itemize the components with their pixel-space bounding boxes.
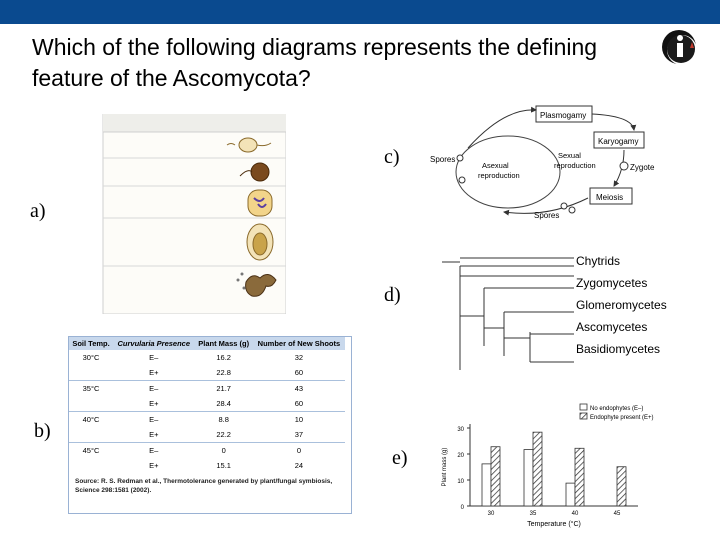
legend-swatch xyxy=(580,404,587,410)
soil-table: Soil Temp. Curvularia Presence Plant Mas… xyxy=(69,337,345,473)
col-soil-temp: Soil Temp. xyxy=(69,337,113,350)
col-plant-mass: Plant Mass (g) xyxy=(195,337,253,350)
legend-swatch xyxy=(580,413,587,419)
diagram-a-illustration xyxy=(100,114,286,314)
bar-e-minus xyxy=(482,464,491,506)
c-karyogamy: Karyogamy xyxy=(598,137,638,146)
c-reproduction-s: reproduction xyxy=(554,161,596,170)
x-tick-label: 40 xyxy=(572,511,579,517)
y-tick-label: 20 xyxy=(457,453,464,459)
x-tick-label: 45 xyxy=(614,511,621,517)
col-curvularia: Curvularia Presence xyxy=(113,337,194,350)
option-b-label[interactable]: b) xyxy=(34,420,51,443)
bar-e-plus xyxy=(617,467,626,506)
slide-title: Which of the following diagrams represen… xyxy=(32,32,652,94)
bar-e-plus xyxy=(533,432,542,506)
option-e-label[interactable]: e) xyxy=(392,447,408,470)
d-taxon-ascomycetes: Ascomycetes xyxy=(576,316,667,338)
d-taxon-basidiomycetes: Basidiomycetes xyxy=(576,338,667,360)
diagram-a[interactable] xyxy=(100,114,286,314)
slide-top-bar xyxy=(0,0,720,24)
legend-label: Endophyte present (E+) xyxy=(590,415,654,421)
x-axis-label: Temperature (°C) xyxy=(527,520,581,528)
option-d-label[interactable]: d) xyxy=(384,284,401,307)
x-tick-label: 30 xyxy=(488,511,495,517)
c-plasmogamy: Plasmogamy xyxy=(540,111,586,120)
y-axis-label: Plant mass (g) xyxy=(442,448,448,487)
bar-e-minus xyxy=(566,483,575,506)
d-taxon-glomeromycetes: Glomeromycetes xyxy=(576,294,667,316)
x-tick-label: 35 xyxy=(530,511,537,517)
diagram-e-chart: 30 20 10 0 Plant mass (g) 30 35 40 45Temperature… xyxy=(432,398,668,528)
diagram-c-cycle: Plasmogamy Karyogamy Spores Asexual repr… xyxy=(428,102,660,228)
c-spores-bottom: Spores xyxy=(534,211,559,220)
c-sexual: Sexual xyxy=(558,151,581,160)
bar-e-plus xyxy=(575,448,584,506)
diagram-c[interactable]: Plasmogamy Karyogamy Spores Asexual repr… xyxy=(428,102,660,228)
table-source: Source: R. S. Redman et al., Thermotoler… xyxy=(69,473,351,495)
option-a-label[interactable]: a) xyxy=(30,200,46,223)
c-meiosis: Meiosis xyxy=(596,193,623,202)
diagram-d[interactable]: Chytrids Zygomycetes Glomeromycetes Asco… xyxy=(440,242,660,380)
option-c-label[interactable]: c) xyxy=(384,146,400,169)
c-zygote: Zygote xyxy=(630,163,655,172)
col-new-shoots: Number of New Shoots xyxy=(253,337,345,350)
c-asexual: Asexual xyxy=(482,161,509,170)
info-circle-icon xyxy=(660,28,698,66)
c-reproduction-a: reproduction xyxy=(478,171,520,180)
d-taxon-chytrids: Chytrids xyxy=(576,250,667,272)
legend-label: No endophytes (E–) xyxy=(590,406,643,412)
bar-e-plus xyxy=(491,447,500,506)
c-spores-left: Spores xyxy=(430,155,455,164)
y-tick-label: 0 xyxy=(461,505,465,511)
bar-e-minus xyxy=(524,450,533,506)
d-taxon-zygomycetes: Zygomycetes xyxy=(576,272,667,294)
diagram-b[interactable]: Soil Temp. Curvularia Presence Plant Mas… xyxy=(68,336,352,514)
y-tick-label: 10 xyxy=(457,479,464,485)
y-tick-label: 30 xyxy=(457,427,464,433)
